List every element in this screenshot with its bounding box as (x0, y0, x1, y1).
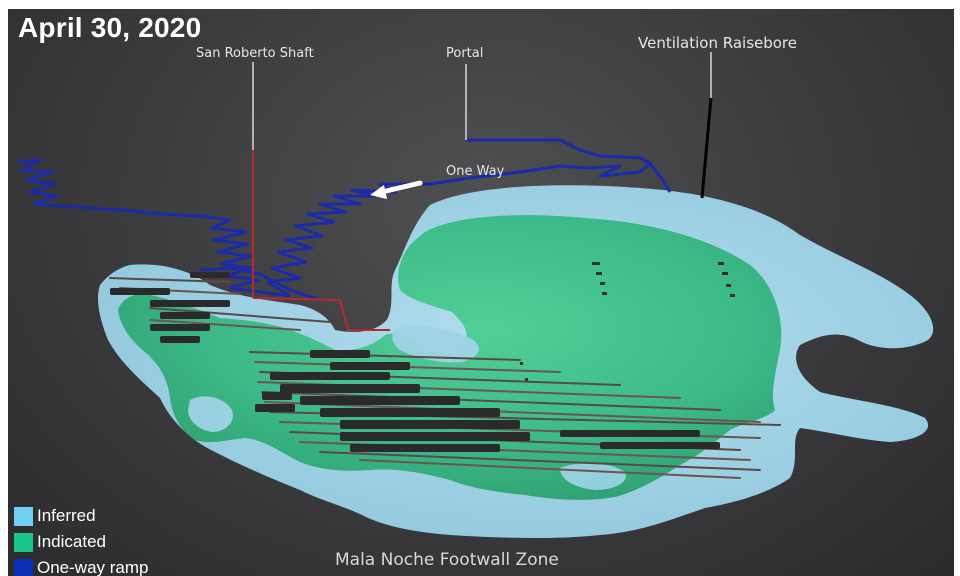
stopes (110, 272, 720, 452)
portal-ramp (466, 138, 653, 166)
inferred-void (392, 325, 479, 363)
one-way-ramp (17, 158, 291, 298)
raisebore-label: Ventilation Raisebore (638, 34, 798, 52)
legend-label: Indicated (37, 532, 106, 551)
legend-label: Inferred (37, 506, 96, 525)
legend-item-indicated: Indicated (14, 529, 148, 555)
shaft-label: San Roberto Shaft (196, 46, 314, 61)
legend-item-inferred: Inferred (14, 503, 148, 529)
one-way-arrow-icon (370, 180, 423, 199)
legend-swatch (14, 558, 33, 576)
legend-swatch (14, 532, 33, 552)
zone-caption: Mala Noche Footwall Zone (335, 550, 559, 570)
date-title: April 30, 2020 (18, 12, 202, 43)
shaft-connection (252, 297, 390, 331)
legend: Inferred Indicated One-way ramp (14, 503, 148, 576)
one-way-ramp (266, 162, 672, 298)
frame-border (954, 0, 960, 576)
drill-traces (520, 262, 735, 381)
portal-label: Portal (446, 46, 484, 61)
ventilation-raisebore (700, 97, 713, 199)
ramp-lower (199, 266, 321, 302)
legend-swatch (14, 506, 33, 526)
frame-border (0, 0, 8, 576)
legend-label: One-way ramp (37, 558, 149, 576)
one-way-label: One Way (446, 164, 505, 179)
frame-border (0, 0, 960, 9)
legend-item-one-way-ramp: One-way ramp (14, 555, 148, 576)
inferred-void (188, 396, 233, 432)
